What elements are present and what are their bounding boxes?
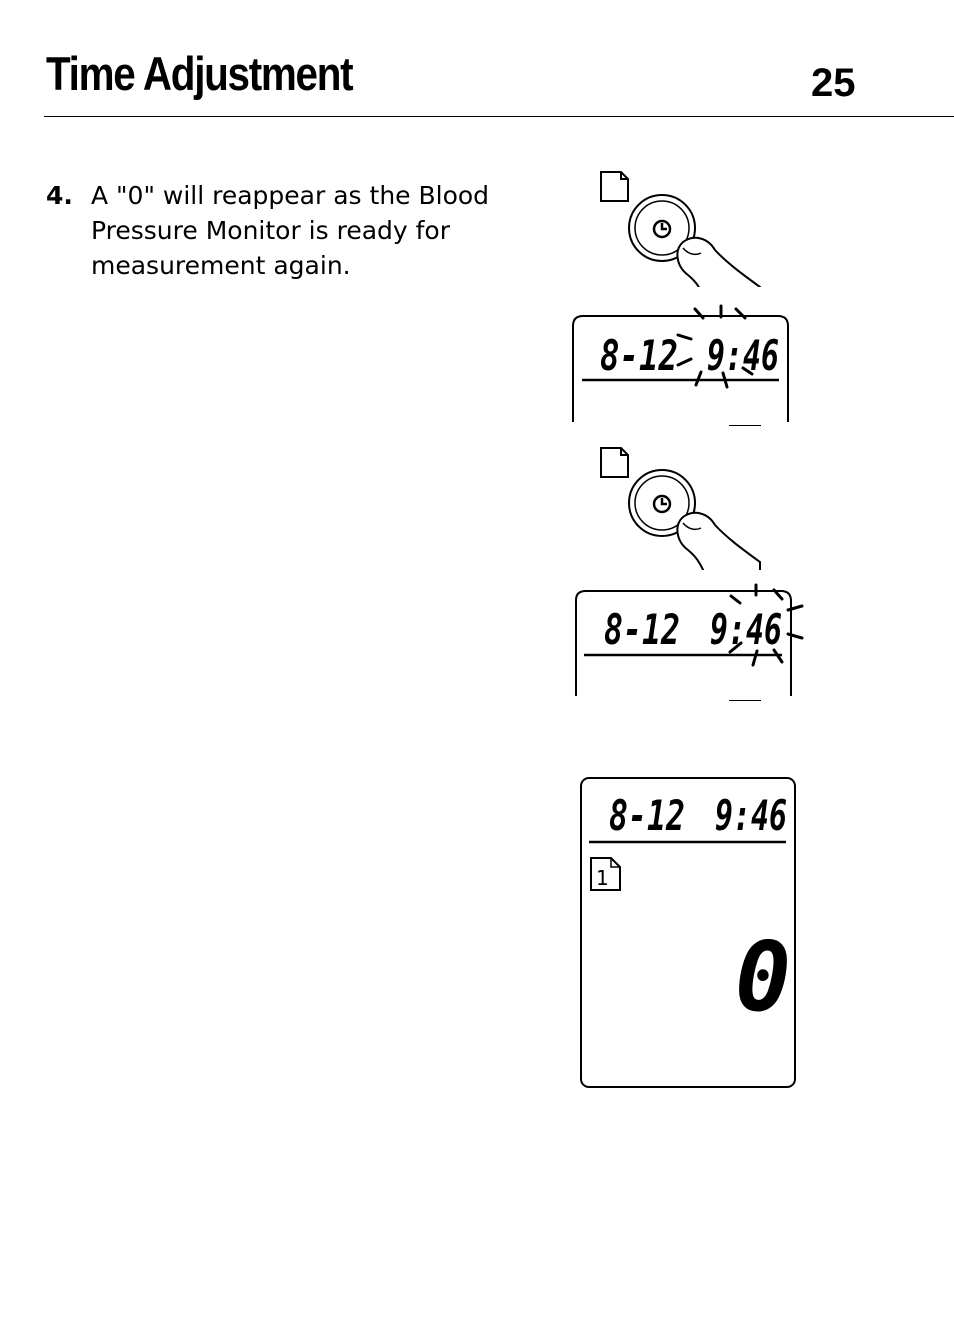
memory-number: 1 <box>596 866 609 890</box>
illustration-ready-display: 8-12 9:46 1 0 <box>580 777 796 1088</box>
page-title: Time Adjustment <box>46 47 354 100</box>
lcd-time: 9:46 <box>707 331 779 380</box>
lcd-date: 8-12 <box>609 791 685 840</box>
memory-card-icon: 1 <box>590 857 621 891</box>
blink-marks <box>728 583 804 667</box>
clock-icon <box>652 219 672 239</box>
lcd-display: 8-12 9:46 <box>572 315 789 422</box>
memory-card-icon <box>600 447 629 478</box>
lcd-display: 8-12 9:46 <box>575 590 792 696</box>
lcd-date: 8-12 <box>600 331 678 380</box>
lcd-time: 9:46 <box>715 791 787 840</box>
header-rule <box>44 116 954 117</box>
clock-icon <box>652 494 672 514</box>
memory-card-icon <box>600 171 629 202</box>
illustration-press-clock-button-2: 8-12 9:46 <box>575 447 820 701</box>
instruction-step: 4. A "0" will reappear as the Blood Pres… <box>46 178 526 283</box>
lcd-date: 8-12 <box>604 605 680 654</box>
illustration-press-clock-button-1: 8-12 9:46 <box>572 171 820 426</box>
step-number: 4. <box>46 181 73 210</box>
lcd-display: 8-12 9:46 <box>580 777 796 1088</box>
step-text: A "0" will reappear as the Blood Pressur… <box>91 181 490 280</box>
reading-value: 0 <box>735 921 791 1033</box>
blink-marks <box>676 304 754 389</box>
page-number: 25 <box>811 61 856 105</box>
lcd-time: 9:46 <box>710 605 782 654</box>
